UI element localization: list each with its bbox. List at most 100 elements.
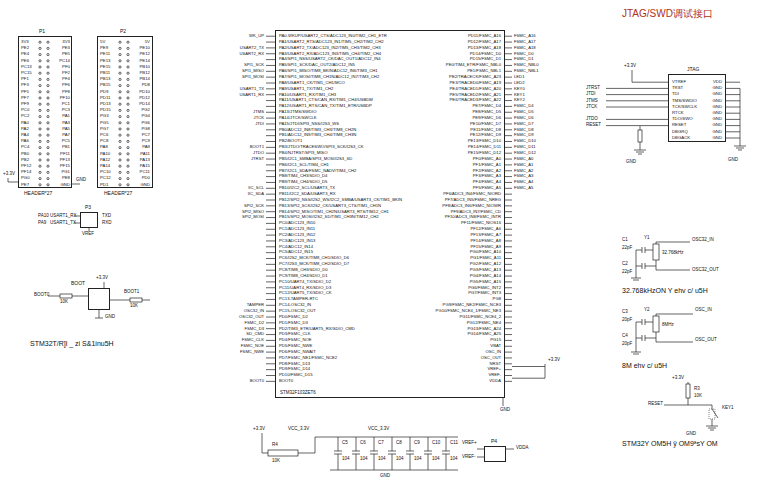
wire <box>266 281 275 282</box>
header-pin-name: PE10 <box>139 46 150 50</box>
wire <box>266 217 275 218</box>
header-pin-name: PG1 <box>61 170 70 174</box>
annotation: VDDA <box>516 446 529 451</box>
wire <box>505 47 512 48</box>
mcu-pin-name: PD1/FSMC_D3 <box>279 321 308 325</box>
rtc-crystal-circuit <box>631 242 690 280</box>
pin-dot <box>39 47 41 49</box>
net-label: WK_UP <box>249 34 264 38</box>
mcu-pin-name: PF1/FSMC_A1 <box>473 163 501 167</box>
net-label: FSMC_A0 <box>514 157 533 161</box>
header-pin-name: PA5 <box>62 127 70 131</box>
mcu-pin-name: PC4/ADC12_IN14 <box>279 245 313 249</box>
wire <box>446 454 447 470</box>
pin-dot <box>47 47 49 49</box>
node-label: P1 <box>39 29 45 34</box>
mcu-pin-name: PE15/FSMC_D12 <box>468 151 501 155</box>
net-label: TAMPER <box>247 303 264 307</box>
net-label: FSMC_A16 <box>514 34 536 38</box>
wire <box>352 451 360 452</box>
header-pin-name: 3V3 <box>62 40 70 44</box>
header-pin-name: PE14 <box>139 59 150 63</box>
wire <box>334 451 342 452</box>
mcu-pin-name: PE0/TIM4_ETR/FSMC_NBL0 <box>446 63 501 67</box>
header-pin-name: PF6 <box>62 83 70 87</box>
net-label: FSMC_A3 <box>514 174 533 178</box>
header-pin-name: PB15 <box>100 83 111 87</box>
wire <box>266 170 275 171</box>
header-pin-name: PC9 <box>142 139 150 143</box>
wire <box>266 363 275 364</box>
mcu-pin-name: PC12/UART5_TX/SDIO_CK <box>279 291 332 295</box>
mcu-pin-name: PB3/JTDO/TRACESWO/SPI3_SCK/I2S3_CK <box>279 145 363 149</box>
pin-dot <box>47 134 49 136</box>
wire <box>410 454 411 470</box>
annotation: C4 <box>622 334 628 339</box>
header-pin-name: PC5 <box>62 139 70 143</box>
net-label: LED2 <box>514 81 524 85</box>
pin-dot <box>39 116 41 118</box>
pin-dot <box>127 60 129 62</box>
header-pin-name: PA8 <box>100 145 108 149</box>
mcu-pin-name: PG15 <box>490 338 501 342</box>
wire <box>266 369 275 370</box>
mcu-pin-name: PF8/ADC3_IN6/FSMC_NIOWR <box>442 204 501 208</box>
wire <box>505 363 512 364</box>
part-value: 104 <box>450 457 458 462</box>
mcu-pin-name: PE13/FSMC_D10 <box>468 139 501 143</box>
header-pin-name: PE4 <box>21 52 29 56</box>
net-label: IIC_SCL <box>248 186 264 190</box>
wire <box>266 106 275 107</box>
mcu-pin-name: PB5/I2C1_SMBA/SPI3_MOSI/I2S3_SD <box>279 157 352 161</box>
header-pin-name: PD0 <box>142 176 150 180</box>
wire <box>505 112 512 113</box>
annotation: C2 <box>622 262 628 267</box>
mcu-pin-name: PF4/FSMC_A4 <box>473 180 501 184</box>
pin-dot <box>119 159 121 161</box>
mcu-pin-name: PF14/FSMC_A8 <box>471 239 502 243</box>
mcu-pin-name: PG13/FSMC_A24 <box>467 327 501 331</box>
annotation: 10K <box>694 394 702 399</box>
net-label: FSMC_A17 <box>514 40 536 44</box>
annotation: PA10 <box>38 214 49 219</box>
annotation: KEY1 <box>722 406 734 411</box>
net-label: FSMC_D0 <box>514 52 534 56</box>
pin-dot <box>119 128 121 130</box>
wire <box>266 176 275 177</box>
mcu-pin-name: PG2/FSMC_A12 <box>470 262 501 266</box>
wire <box>505 188 512 189</box>
pin-dot <box>47 66 49 68</box>
mcu-pin-name: PC3/ADC123_IN13 <box>279 239 315 243</box>
header-pin-name: PA7 <box>62 133 70 137</box>
header-pin-name: PE3 <box>62 46 70 50</box>
header-pin-name: PD1 <box>100 183 108 187</box>
pin-dot <box>39 60 41 62</box>
pin-dot <box>119 103 121 105</box>
annotation: JTMS <box>586 99 598 104</box>
node-label: STM32F103ZET6 <box>280 391 316 396</box>
mcu-pin-name: PC6/I2S2_MCK/TIM8_CH1/SDIO_D6 <box>279 256 349 260</box>
header-pin-name: PD14 <box>139 102 150 106</box>
pin-dot <box>127 147 129 149</box>
annotation: USART1_RX <box>50 214 76 219</box>
pin-dot <box>39 91 41 93</box>
mcu-pin-name: PB15/SPI2_MOSI/I2S2_SD/TIM1_CH3N/TIM12_C… <box>279 215 379 219</box>
annotation: OSC32_OUT <box>692 268 719 273</box>
header-pin-name: PF5 <box>21 90 29 94</box>
net-label: LED1 <box>514 75 524 79</box>
wire <box>505 53 512 54</box>
jtag-pin-name: GND <box>712 123 722 127</box>
mcu-pin-name: PB2/BOOT1 <box>279 139 302 143</box>
header-pin-name: PB12 <box>139 71 150 75</box>
wire <box>505 200 512 201</box>
header-pin-name: PC15 <box>21 71 32 75</box>
mcu-pin-name: PB11/I2C2_SDA/USART3_RX <box>279 192 336 196</box>
pin-dot <box>47 91 49 93</box>
header-pin-name: PB2 <box>21 158 29 162</box>
header-pin-name: PG7 <box>100 127 109 131</box>
wire <box>266 240 275 241</box>
wire <box>505 77 512 78</box>
node-label: P4 <box>491 439 497 444</box>
pin-dot <box>127 85 129 87</box>
header-pin-name: PA0 <box>21 121 29 125</box>
